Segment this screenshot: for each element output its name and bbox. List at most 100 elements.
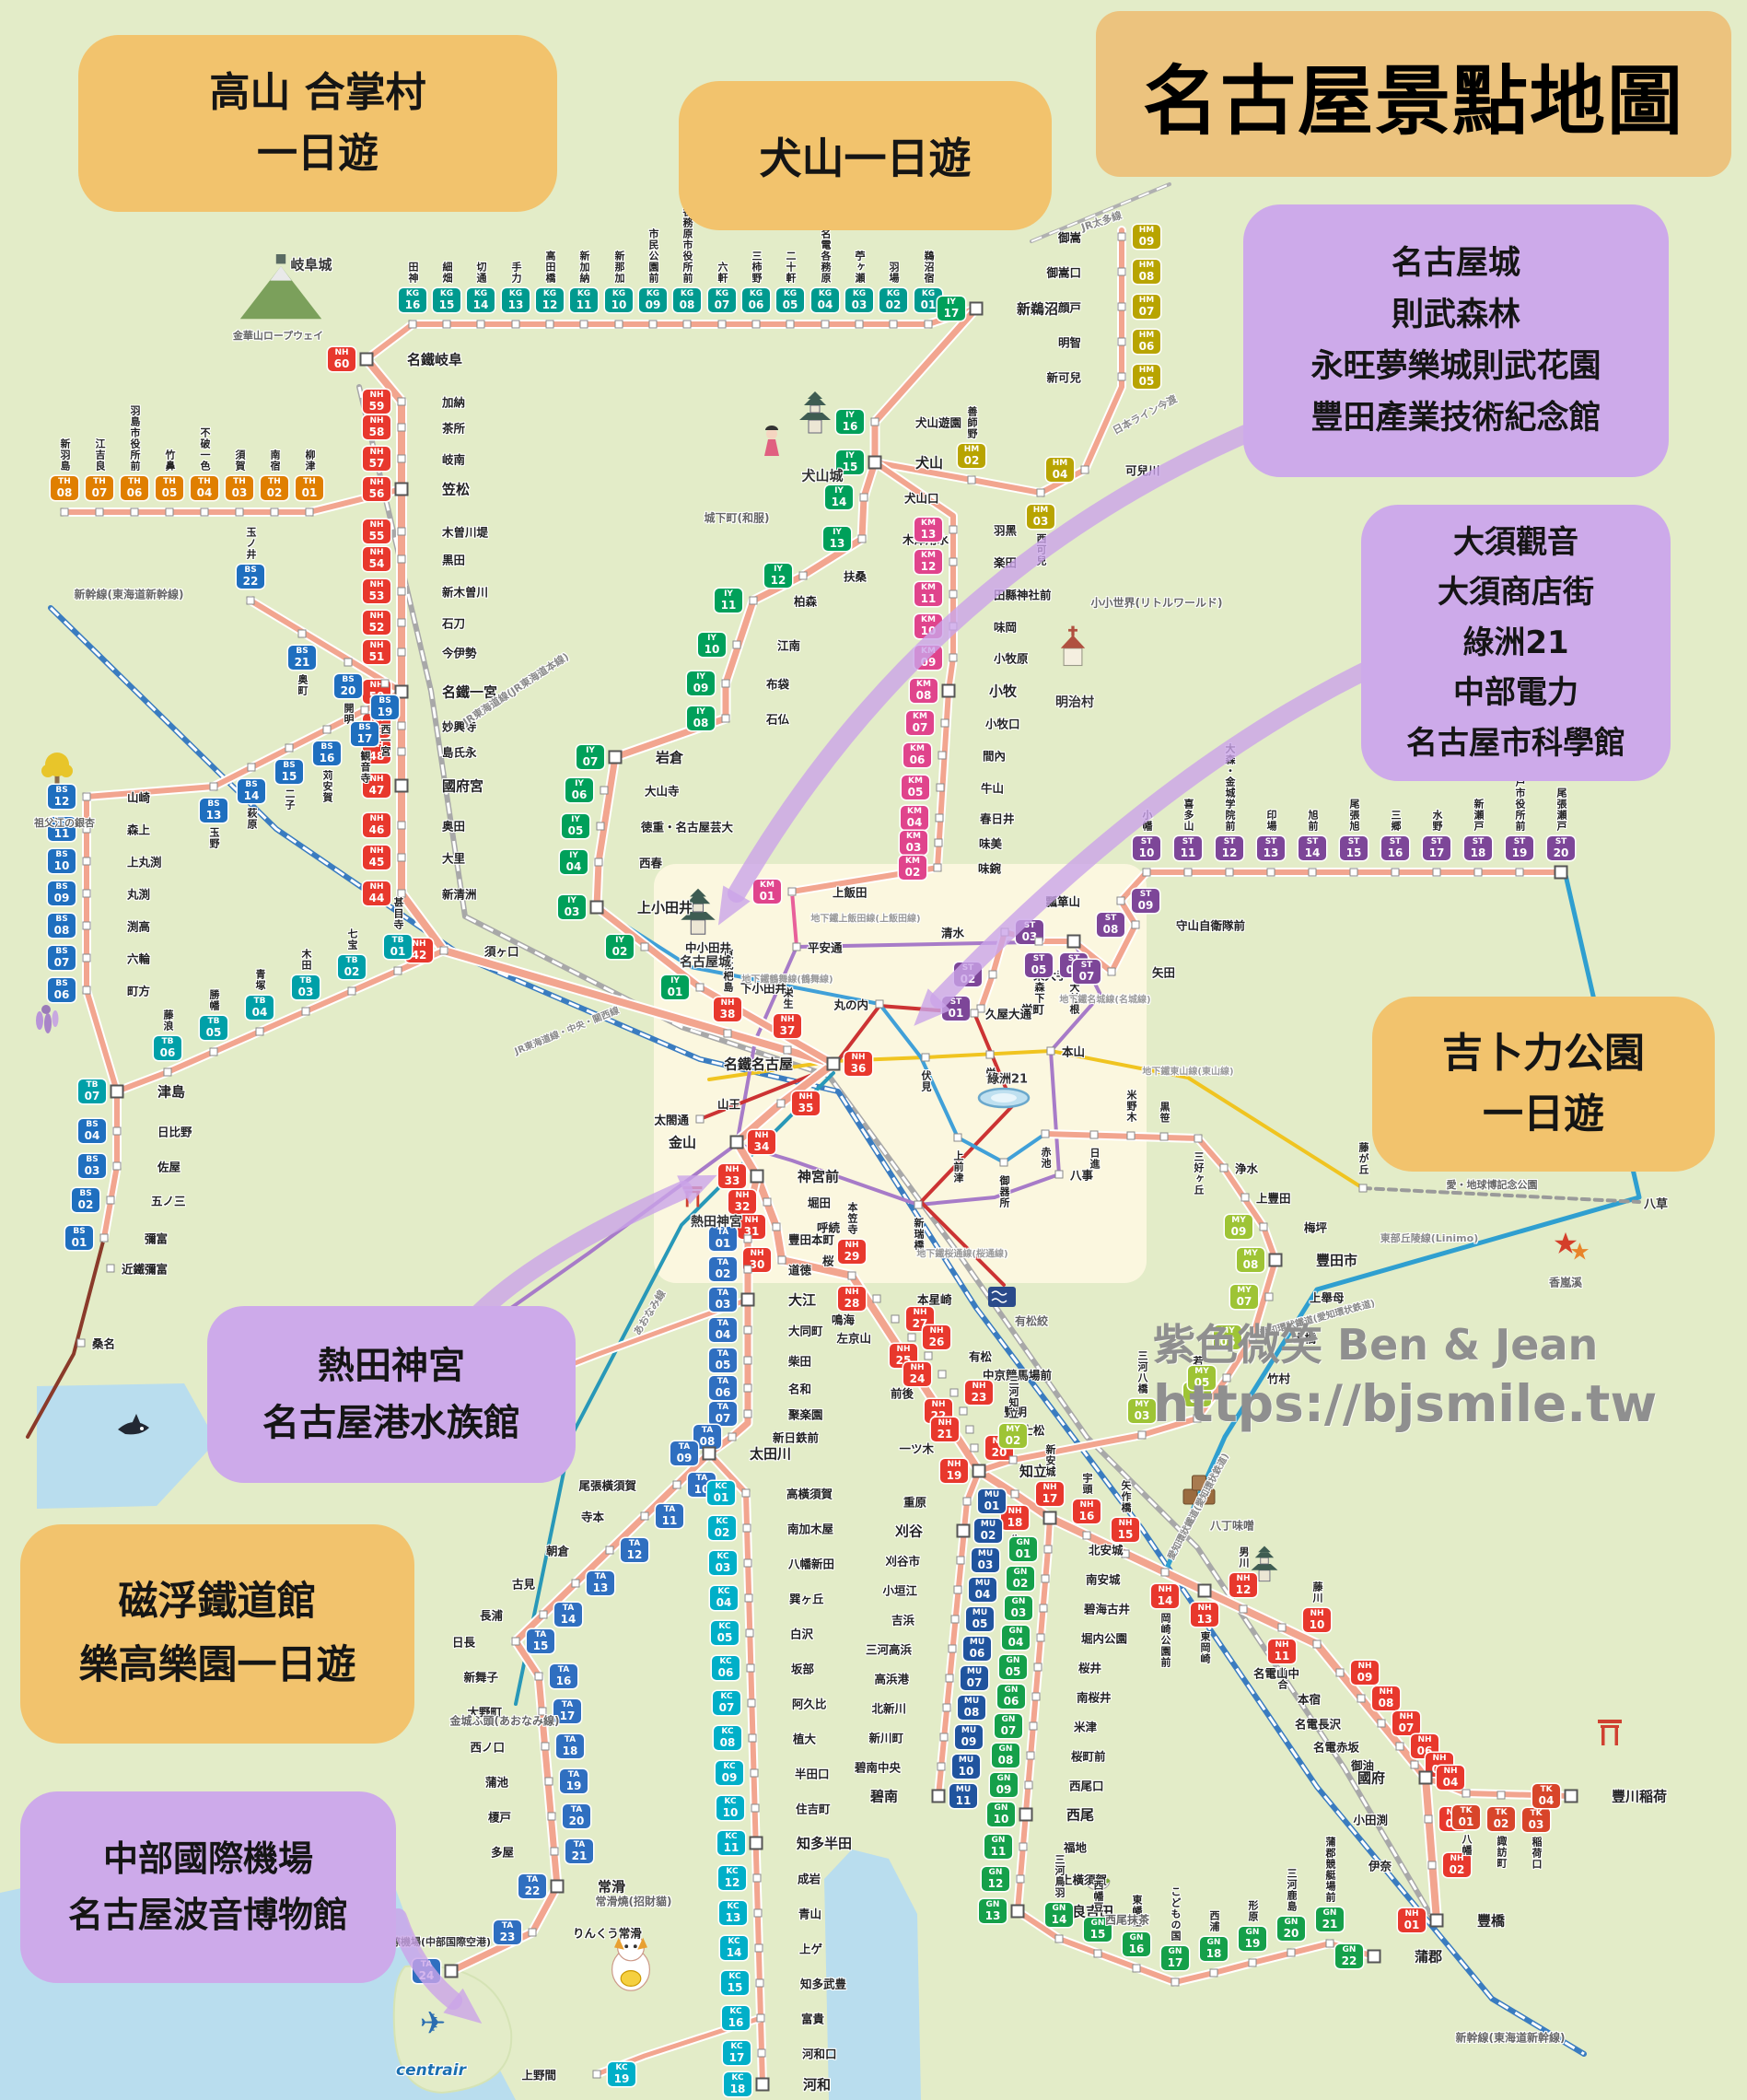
station-name: 萩原 — [246, 808, 258, 830]
station-name: 石刀 — [442, 616, 466, 631]
rail-line-kamiiida — [790, 890, 798, 949]
station-name: 東枇杷島 — [722, 949, 734, 993]
station-name: 男川 — [1238, 1546, 1250, 1569]
station-marker — [891, 1314, 900, 1324]
station-name: 國府宮 — [442, 777, 484, 795]
station-name: 名電長沢 — [1294, 1717, 1341, 1732]
station-name: 明智 — [1057, 335, 1081, 350]
station-marker — [589, 900, 604, 915]
station-marker — [907, 1333, 916, 1342]
station-marker — [112, 1126, 122, 1136]
station-name: 岡崎公園前 — [1159, 1613, 1171, 1668]
station-marker — [751, 320, 761, 329]
callout-maglev-legoland: 磁浮鐵道館 樂高樂園一日遊 — [20, 1524, 414, 1744]
station-name: 犬山 — [915, 454, 944, 472]
station-name: 桜 — [822, 1254, 834, 1268]
station-marker — [783, 1045, 792, 1055]
station-name: 伊奈 — [1368, 1859, 1392, 1873]
callout-line: 磁浮鐵道館 — [118, 1579, 317, 1626]
rail-overlay — [1031, 183, 1170, 242]
callout-line: 大須商店街 — [1438, 574, 1594, 612]
station-marker — [270, 508, 279, 517]
station-marker — [76, 1338, 86, 1348]
station-marker — [82, 889, 91, 898]
station-name: 大山寺 — [645, 784, 680, 799]
station-marker — [1117, 337, 1126, 346]
station-marker — [344, 658, 353, 667]
station-marker — [255, 1027, 264, 1036]
castle-icon — [1251, 1546, 1278, 1582]
station-name: 新羽島 — [59, 438, 71, 472]
station-marker — [397, 721, 406, 730]
station-name: 名鐵名古屋 — [723, 1056, 793, 1073]
callout-line: 則武森林 — [1391, 297, 1520, 333]
station-marker — [112, 1161, 122, 1171]
station-marker — [301, 1007, 310, 1016]
station-name: 上丸渕 — [127, 855, 162, 869]
station-name: 近鐵彌富 — [122, 1262, 169, 1277]
station-marker — [596, 822, 605, 831]
callout-line: 熱田神宮 — [318, 1345, 465, 1387]
callout-airport-boeing: 中部國際機場 名古屋波音博物館 — [20, 1791, 396, 1983]
station-marker — [855, 320, 864, 329]
station-name: 開明 — [343, 703, 355, 725]
station-marker — [347, 986, 356, 996]
station-name: 堀田 — [808, 1196, 832, 1210]
station-marker — [949, 1388, 959, 1397]
watermark: 紫色微笑 Ben & Jean https://bjsmile.tw — [1153, 1319, 1657, 1435]
torii-icon — [1598, 1720, 1622, 1745]
station-marker — [285, 743, 294, 752]
station-marker — [798, 571, 808, 580]
rail-line-linimo — [1361, 1186, 1641, 1204]
station-name: 鵜沼宿 — [923, 251, 935, 284]
station-name: 渕高 — [127, 919, 151, 934]
station-marker — [397, 554, 406, 564]
station-marker — [82, 824, 91, 834]
station-name: 名鐵一宮 — [442, 683, 498, 701]
station-marker — [857, 534, 867, 543]
station-name: 西春 — [639, 856, 663, 870]
station-name: 細畑 — [441, 262, 453, 284]
station-marker — [924, 1351, 933, 1360]
callout-line: 名古屋波音博物館 — [67, 1895, 348, 1935]
station-marker — [397, 618, 406, 627]
station-marker — [397, 747, 406, 756]
station-marker — [870, 417, 879, 426]
station-marker — [1427, 1861, 1437, 1870]
callout-line: 中部國際機場 — [102, 1838, 313, 1880]
station-name: 上小田井 — [637, 899, 693, 916]
station-marker — [1418, 1770, 1433, 1785]
station-name: 彌富 — [145, 1231, 169, 1246]
station-marker — [579, 320, 588, 329]
